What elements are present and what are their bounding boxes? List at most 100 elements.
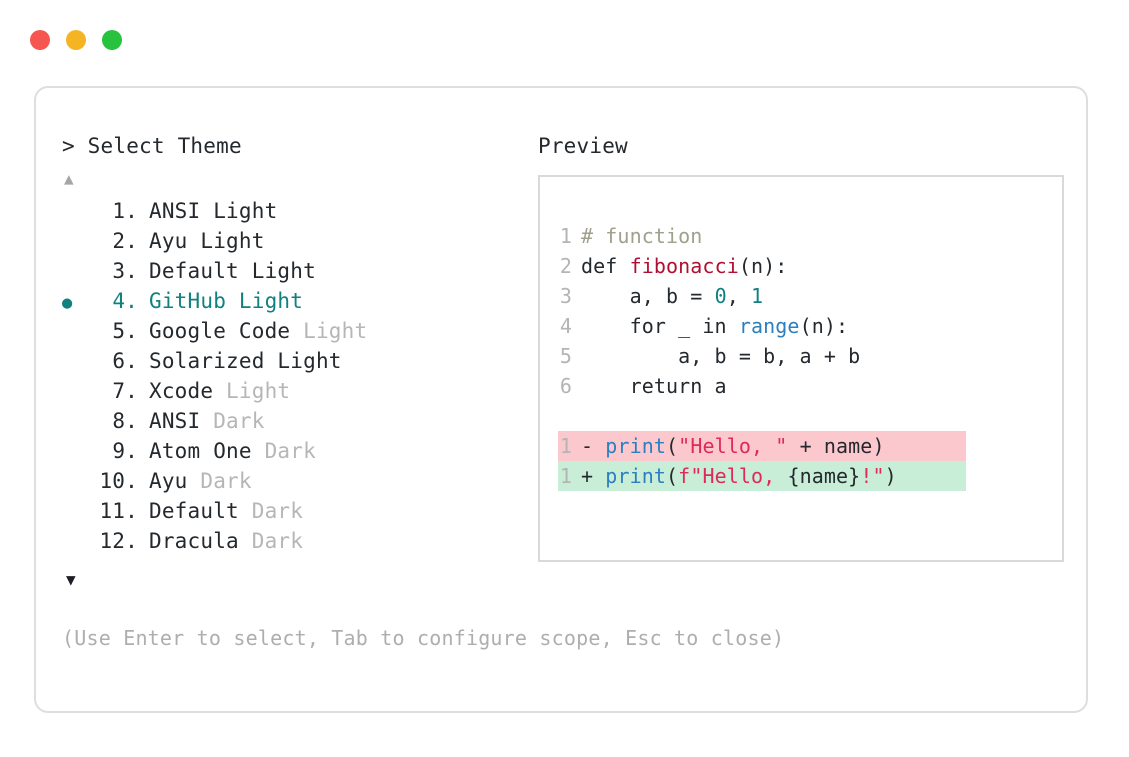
theme-item-number: 9.: [112, 439, 138, 463]
theme-item-variant: Light: [290, 319, 368, 343]
line-number: 1: [559, 464, 572, 488]
line-number: 6: [559, 374, 572, 398]
theme-item-name: ANSI: [149, 409, 201, 433]
theme-list-item[interactable]: 7. Xcode Light: [62, 379, 532, 409]
theme-item-variant: Dark: [200, 409, 265, 433]
code-token: a, b =: [581, 284, 715, 308]
line-number: 5: [559, 344, 572, 368]
code-line: 5 a, b = b, a + b: [558, 341, 1062, 371]
code-token: "Hello, ": [678, 434, 788, 458]
theme-item-name: ANSI: [149, 199, 201, 223]
code-token: f"Hello,: [678, 464, 788, 488]
close-button[interactable]: [30, 30, 50, 50]
code-token: ): [884, 464, 897, 488]
minimize-button[interactable]: [66, 30, 86, 50]
theme-item-number: 7.: [112, 379, 138, 403]
theme-item-number: 8.: [112, 409, 138, 433]
diff-removed-line: 1- print("Hello, " + name): [558, 431, 966, 461]
theme-item-variant: Dark: [187, 469, 252, 493]
theme-item-number: 3.: [112, 259, 138, 283]
theme-item-number: 11.: [99, 499, 138, 523]
theme-item-name: Ayu: [149, 229, 188, 253]
code-token: print: [605, 434, 667, 458]
theme-item-name: Solarized: [149, 349, 265, 373]
theme-list-item[interactable]: 8. ANSI Dark: [62, 409, 532, 439]
theme-picker-card: > Select Theme ▲ 1. ANSI Light 2. Ayu Light…: [34, 86, 1088, 713]
code-token: 1: [751, 284, 764, 308]
diff-added-line: 1+ print(f"Hello, {name}!"): [558, 461, 966, 491]
theme-item-name: Atom One: [149, 439, 252, 463]
theme-item-variant: Dark: [238, 499, 304, 523]
maximize-button[interactable]: [102, 30, 122, 50]
code-token: a, b = b, a + b: [581, 344, 861, 368]
theme-item-variant: Light: [200, 199, 278, 223]
code-line: 1 # function: [558, 221, 1062, 251]
code-token: ,: [726, 284, 752, 308]
theme-item-number: 10.: [99, 469, 138, 493]
code-token: + name): [787, 434, 885, 458]
line-number: 1: [559, 224, 572, 248]
line-number: 4: [559, 314, 572, 338]
theme-item-number: 6.: [112, 349, 138, 373]
code-token: range: [738, 314, 800, 338]
theme-item-name: Default: [149, 499, 239, 523]
code-token: 0: [714, 284, 727, 308]
code-spacer: [558, 401, 1062, 431]
theme-item-name: Dracula: [149, 529, 239, 553]
theme-selector-panel: > Select Theme ▲ 1. ANSI Light 2. Ayu Light…: [62, 134, 532, 590]
theme-item-number: 5.: [112, 319, 138, 343]
scroll-up-icon[interactable]: ▲: [64, 169, 74, 188]
code-token: (: [666, 464, 679, 488]
theme-list-item[interactable]: 3. Default Light: [62, 259, 532, 289]
code-token: !": [860, 464, 885, 488]
page-title: > Select Theme: [62, 134, 242, 158]
theme-list-item[interactable]: 6. Solarized Light: [62, 349, 532, 379]
theme-list-item[interactable]: 2. Ayu Light: [62, 229, 532, 259]
theme-item-variant: Dark: [251, 439, 316, 463]
window-titlebar: [30, 30, 122, 50]
scroll-down-icon[interactable]: ▼: [66, 570, 76, 589]
selected-bullet-icon: ●: [62, 293, 73, 313]
theme-list-item[interactable]: 9. Atom One Dark: [62, 439, 532, 469]
code-token: (: [666, 434, 679, 458]
theme-list-item[interactable]: 5. Google Code Light: [62, 319, 532, 349]
code-token: print: [605, 464, 667, 488]
theme-list-item[interactable]: ●4.GitHub Light: [62, 289, 532, 319]
theme-item-name: Xcode: [149, 379, 214, 403]
code-line: 6 return a: [558, 371, 1062, 401]
code-token: # function: [581, 224, 703, 248]
line-number: 3: [559, 284, 572, 308]
theme-item-variant: Light: [213, 379, 291, 403]
theme-item-variant: Light: [187, 229, 265, 253]
theme-item-name: GitHub: [149, 289, 227, 313]
theme-item-name: Ayu: [149, 469, 188, 493]
theme-item-variant: Dark: [238, 529, 304, 553]
code-token: (n):: [738, 254, 788, 278]
diff-sign: -: [581, 434, 606, 458]
theme-list-item[interactable]: 11. Default Dark: [62, 499, 532, 529]
theme-item-number: 1.: [112, 199, 138, 223]
code-token: return a: [581, 374, 727, 398]
theme-item-variant: Light: [226, 289, 304, 313]
code-line: 3 a, b = 0, 1: [558, 281, 1062, 311]
theme-item-variant: Light: [238, 259, 316, 283]
theme-list-item[interactable]: 1. ANSI Light: [62, 199, 532, 229]
theme-item-number: 12.: [99, 529, 138, 553]
keyboard-hint: (Use Enter to select, Tab to configure s…: [62, 626, 785, 650]
preview-label: Preview: [538, 134, 628, 158]
theme-item-number: 2.: [112, 229, 138, 253]
code-token: fibonacci: [629, 254, 739, 278]
theme-item-variant: Light: [264, 349, 342, 373]
theme-list-item[interactable]: 12. Dracula Dark: [62, 529, 532, 559]
diff-sign: +: [581, 464, 606, 488]
line-number: 1: [559, 434, 572, 458]
theme-item-name: Google Code: [149, 319, 291, 343]
theme-list-item[interactable]: 10. Ayu Dark: [62, 469, 532, 499]
theme-item-name: Default: [149, 259, 239, 283]
code-token: def: [581, 254, 630, 278]
